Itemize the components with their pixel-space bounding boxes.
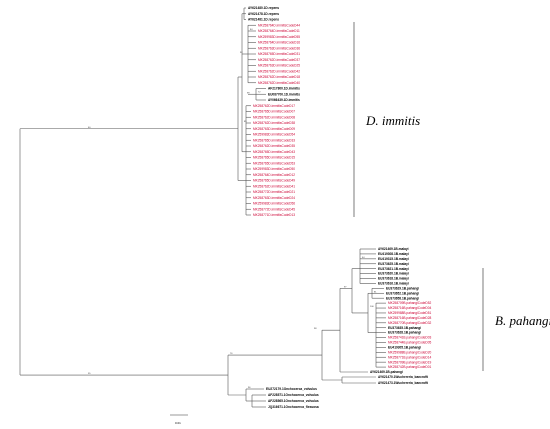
tree-branches (19, 7, 386, 408)
node-support: 64 (362, 257, 365, 259)
tip-label: EU373616.1B.malayi (378, 282, 409, 286)
tip-label: MK258762D.immitisCodeD40 (258, 81, 300, 85)
tip-label: AY621480.1D.repens (248, 6, 279, 10)
tip-label: MK258772D.immitisCodeD45 (253, 207, 295, 211)
tip-label: AF228565.1Onchocerca_volvulus (268, 399, 319, 403)
tip-label: MK259983D.immitisCodeD54 (253, 133, 295, 137)
node-support: 100 (370, 306, 374, 308)
tip-label: MK259988B.pahangiCodeD20 (388, 350, 431, 354)
tip-label: JQ316671.1Onchocerca_flexuosa (268, 405, 319, 409)
tip-label: EU373628.1B.pahangi (388, 331, 421, 335)
tip-label: MK258765D.immitisCodeD49 (253, 179, 295, 183)
tip-label: EU373621.1B.malayi (378, 267, 409, 271)
node-support: 76 (230, 353, 233, 355)
node-support: 84 (250, 29, 253, 31)
tip-label: EU373625.1B.malayi (378, 262, 409, 266)
tip-label: MK258709B.pahangiCodeD52 (388, 301, 431, 305)
tip-label: MK258764D.immitisCodeD12 (253, 173, 295, 177)
tip-label: MK258762D.immitisCodeD41 (253, 184, 295, 188)
tip-label: EU272179.1Onchocerca_volvulus (266, 387, 317, 391)
tip-label: MK258763D.immitisCodeD25 (258, 64, 300, 68)
tip-label: AY621473.1Wuchereria_bancrofti (378, 381, 428, 385)
node-support: 55 (88, 373, 91, 375)
tip-label: MK258771B.pahangiCodeD14 (388, 355, 431, 359)
tip-label: MK258762D.immitisCodeD17 (253, 104, 295, 108)
tip-label: MK258716B.pahangiCodeD04 (388, 306, 431, 310)
tip-label: AY621469.1B.pahangi (370, 370, 403, 374)
tip-label: MK259983D.immitisCodeD56 (253, 202, 295, 206)
tip-label: MK258765D.immitisCodeD07 (253, 110, 295, 114)
node-support: 60 (88, 127, 91, 129)
node-support: 98 (314, 328, 317, 330)
tip-label: AF228571.1Onchocerca_volvulus (268, 393, 319, 397)
tip-label: EU373635.1B.pahangi (388, 326, 421, 330)
tip-label: MK258762D.immitisCodeD35 (253, 144, 295, 148)
node-support: 97 (344, 286, 347, 288)
tip-label: MK258741B.pahangiCodeD03 (388, 336, 431, 340)
tip-label: EU087700.1D.immitis (268, 92, 300, 96)
tip-label: MK258762D.immitisCodeD38 (253, 121, 295, 125)
node-support: 99 (247, 92, 250, 94)
pahangi-clade-label: B. pahangi (495, 313, 550, 328)
immitis-clade-label: D. immitis (365, 113, 420, 128)
tip-label: EU373652.1B.pahangi (386, 291, 419, 295)
tip-label: MK258709B.pahangiCodeD19 (388, 360, 431, 364)
tip-label: MK258763D.immitisCodeD36 (258, 46, 300, 50)
tip-label: EU373658.1B.pahangi (386, 296, 419, 300)
tip-label: MK258765D.immitisCodeD31 (258, 52, 300, 56)
tip-label: MK258771D.immitisCodeD13 (253, 213, 295, 217)
tip-label: MK258770B.pahangiCodeD32 (388, 321, 431, 325)
tip-label: MK258764D.immitisCodeD44 (258, 23, 300, 27)
tip-label: MK258764D.immitisCodeD16 (258, 41, 300, 45)
tip-label: MK258762D.immitisCodeD08 (253, 115, 295, 119)
tip-label: MK258765D.immitisCodeD53 (253, 161, 295, 165)
tip-label: EU373620.1B.malayi (378, 272, 409, 276)
tip-label: AF217800.1D.immitis (268, 87, 300, 91)
tip-label: MK258762D.immitisCodeD18 (258, 75, 300, 79)
tip-label: MK258762D.immitisCodeD42 (258, 69, 300, 73)
tip-label: MK258742B.pahangiCodeD01 (388, 365, 431, 369)
tip-label: MK258716B.pahangiCodeD28 (388, 316, 431, 320)
node-support: 85 (244, 121, 247, 123)
tip-label: MK258744B.pahangiCodeD05 (388, 341, 431, 345)
scale-bar-label: 0.01 (175, 421, 181, 425)
tip-label: AY066439.1D.immitis (268, 98, 300, 102)
tip-label: EU373618.1B.malayi (378, 277, 409, 281)
node-support-values: 99 92 84 72 85 97 64 100 81 98 96 76 60 55 (88, 29, 377, 389)
tip-label: MK258765D.immitisCodeD15 (253, 156, 295, 160)
node-support: 81 (374, 291, 377, 293)
node-support: 92 (240, 52, 243, 54)
tip-label: EU373629.1B.pahangi (386, 286, 419, 290)
tip-label: EU419308.1B.malayi (378, 252, 409, 256)
node-support: 72 (258, 91, 261, 93)
node-support: 96 (248, 387, 251, 389)
tip-label: AY621478.1D.repens (248, 12, 279, 16)
tip-label: MK258763D.immitisCodeD09 (253, 127, 295, 131)
tip-label: EU419305.1B.pahangi (388, 346, 421, 350)
tip-label: MK258765D.immitisCodeD33 (253, 138, 295, 142)
tip-label: MK258765D.immitisCodeD43 (253, 150, 295, 154)
tip-label: MK259988B.pahangiCodeD51 (388, 311, 431, 315)
tip-label: AY621469.1B.malayi (378, 247, 409, 251)
tip-label: MK258764D.immitisCodeD11 (258, 29, 300, 33)
tree-tip-labels: AY621480.1D.repensAY621478.1D.repensAY62… (248, 6, 431, 409)
tip-label: MK258772D.immitisCodeD21 (253, 190, 295, 194)
tip-label: AY621470.1Wuchereria_bancrofti (378, 375, 428, 379)
tip-label: AY621481.1D.repens (248, 18, 279, 22)
tip-label: MK258762D.immitisCodeD37 (258, 58, 300, 62)
tip-label: MK259983D.immitisCodeD50 (253, 167, 295, 171)
tip-label: EU419315.1B.malayi (378, 257, 409, 261)
tip-label: MK259983D.immitisCodeD55 (258, 35, 300, 39)
tip-label: MK258763D.immitisCodeD24 (253, 196, 295, 200)
